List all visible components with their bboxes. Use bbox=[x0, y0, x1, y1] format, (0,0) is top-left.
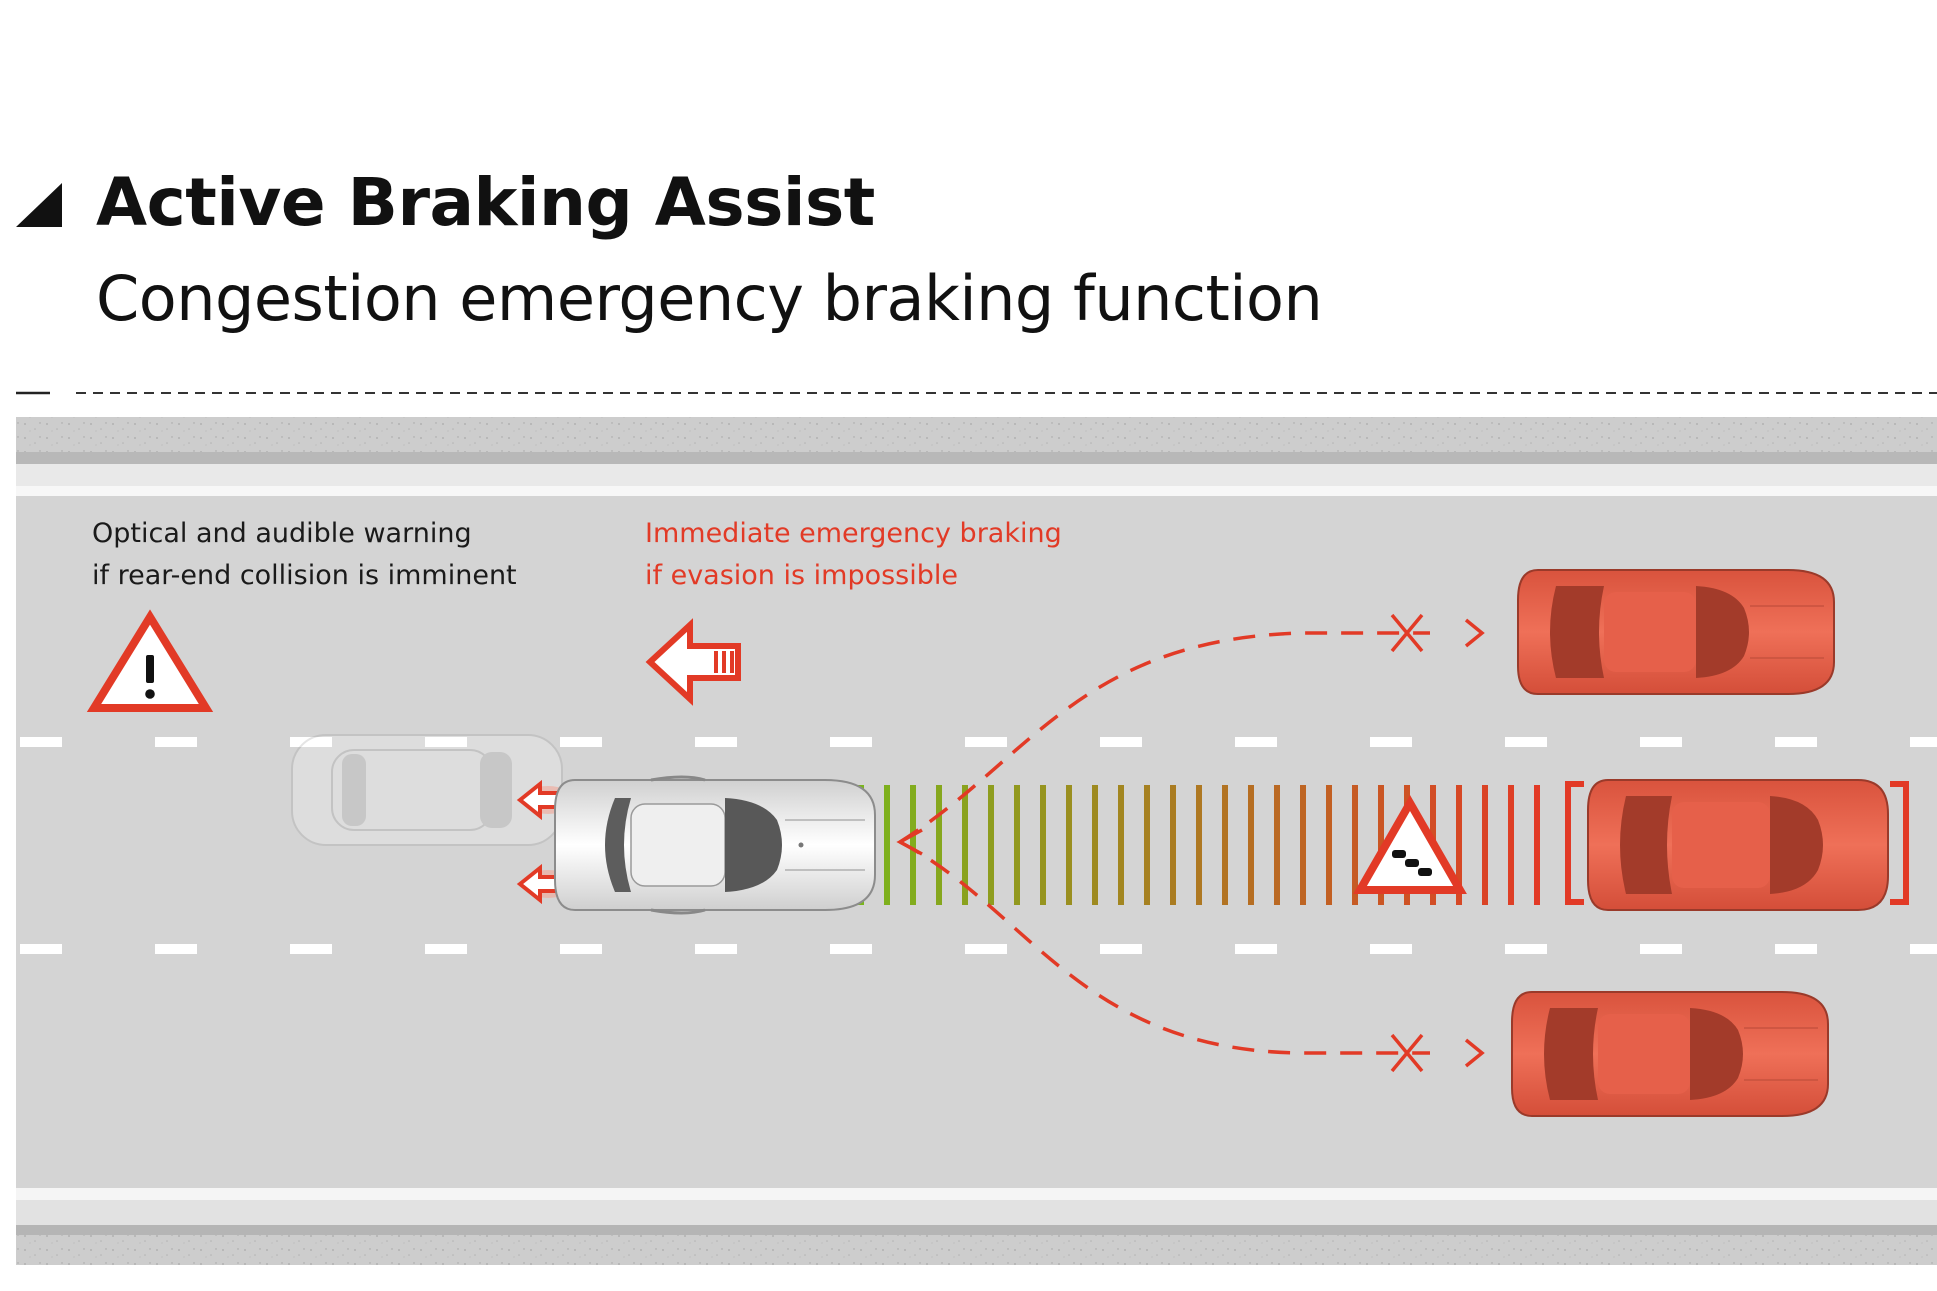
car-middle-lane bbox=[1587, 779, 1889, 911]
distance-bar bbox=[1326, 785, 1332, 905]
warning-description: Optical and audible warning if rear-end … bbox=[92, 513, 517, 597]
distance-bar bbox=[1482, 785, 1488, 905]
x-mark-icon bbox=[1390, 613, 1424, 653]
x-mark-icon bbox=[1390, 1033, 1424, 1073]
braking-description: Immediate emergency braking if evasion i… bbox=[645, 513, 1062, 597]
distance-bar bbox=[910, 785, 916, 905]
warning-triangle-icon bbox=[86, 609, 214, 712]
distance-bar bbox=[1144, 785, 1150, 905]
ghost-car bbox=[291, 734, 563, 846]
distance-bar bbox=[1092, 785, 1098, 905]
traffic-jam-sign-icon bbox=[1353, 794, 1467, 894]
target-brackets bbox=[1565, 781, 1909, 905]
evasion-arrowhead bbox=[896, 828, 923, 856]
warning-line-1: Optical and audible warning bbox=[92, 518, 472, 549]
distance-bar bbox=[1040, 785, 1046, 905]
path-end-arrow-upper bbox=[1464, 618, 1485, 648]
distance-bar bbox=[1014, 785, 1020, 905]
braking-line-2: if evasion is impossible bbox=[645, 560, 959, 591]
distance-bar bbox=[1534, 785, 1540, 905]
backward-arrow-icon bbox=[645, 618, 741, 706]
distance-bar bbox=[936, 785, 942, 905]
distance-bar bbox=[884, 785, 890, 905]
distance-bar bbox=[1222, 785, 1228, 905]
car-upper-lane bbox=[1517, 569, 1835, 695]
distance-bar bbox=[1378, 785, 1384, 905]
distance-bar bbox=[1508, 785, 1514, 905]
ego-car bbox=[554, 775, 876, 915]
distance-bar bbox=[1274, 785, 1280, 905]
page-title: Active Braking Assist bbox=[96, 164, 875, 241]
path-end-arrow-lower bbox=[1464, 1038, 1485, 1068]
evasion-path-lower bbox=[899, 840, 1430, 1055]
triangle-marker-icon bbox=[16, 183, 62, 227]
distance-bar bbox=[1170, 785, 1176, 905]
distance-bar bbox=[1066, 785, 1072, 905]
warning-line-2: if rear-end collision is imminent bbox=[92, 560, 517, 591]
distance-bar bbox=[1118, 785, 1124, 905]
distance-bar bbox=[1300, 785, 1306, 905]
braking-line-1: Immediate emergency braking bbox=[645, 518, 1062, 549]
page-subtitle: Congestion emergency braking function bbox=[96, 262, 1323, 335]
distance-bar bbox=[1456, 785, 1462, 905]
distance-gradient-bars bbox=[858, 785, 1540, 905]
distance-bar bbox=[1248, 785, 1254, 905]
distance-bar bbox=[988, 785, 994, 905]
car-lower-lane bbox=[1511, 991, 1829, 1117]
distance-bar bbox=[1352, 785, 1358, 905]
distance-bar bbox=[1196, 785, 1202, 905]
evasion-path-upper bbox=[899, 631, 1430, 844]
distance-bar bbox=[962, 785, 968, 905]
